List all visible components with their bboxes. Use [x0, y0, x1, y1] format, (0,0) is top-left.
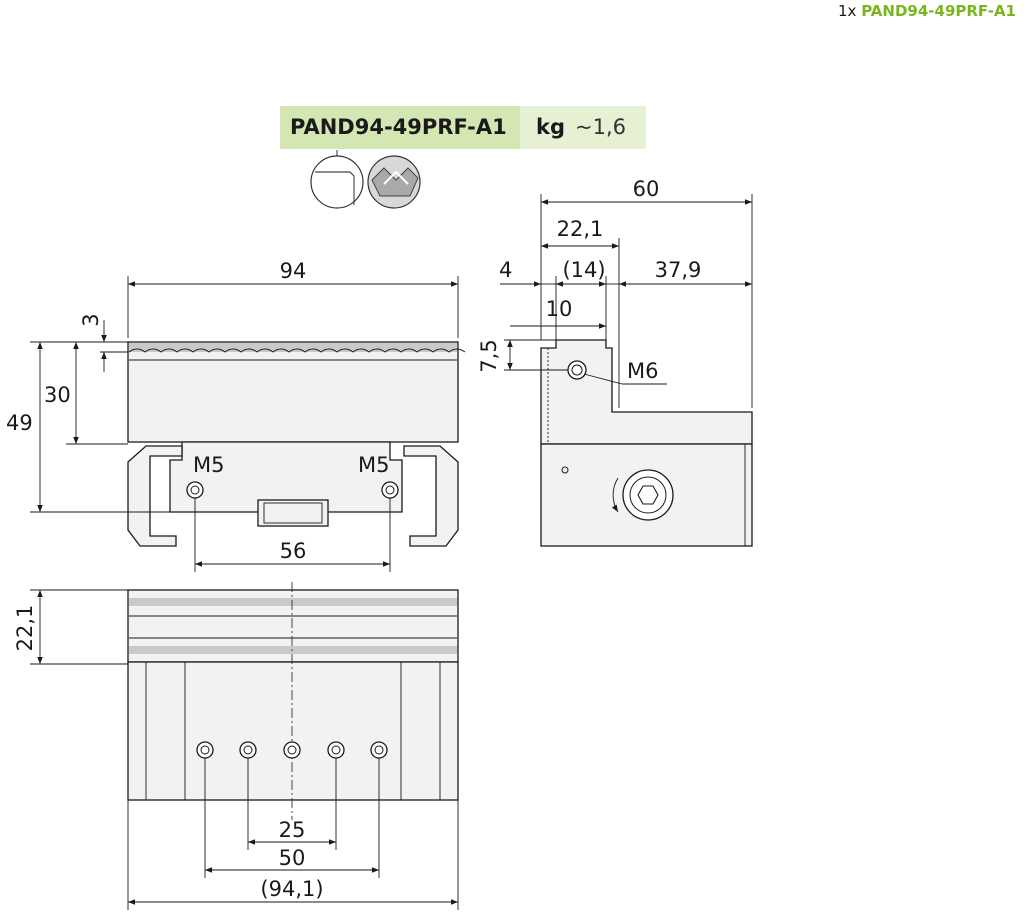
- guide-right: [403, 445, 459, 547]
- dim-overall-length: (94,1): [260, 877, 323, 901]
- part-tag: PAND94-49PRF-A1 kg ~1,6: [280, 106, 646, 149]
- top-hole-inner-1: [200, 745, 210, 755]
- weight-unit: kg: [536, 115, 565, 139]
- serrated-jaw-surface-icon: [367, 155, 421, 209]
- top-hole-inner-3: [287, 745, 297, 755]
- dim-side-offset: 4: [499, 258, 512, 282]
- dim-front-height-upper: 30: [44, 383, 71, 407]
- guide-left: [127, 445, 183, 547]
- dim-tooth-offset: 10: [546, 297, 573, 321]
- tag-part-number: PAND94-49PRF-A1: [280, 106, 520, 149]
- dim-tooth-depth: 3: [79, 313, 103, 326]
- dim-side-slot: (14): [562, 258, 605, 282]
- jaw-profile-side: [540, 339, 753, 445]
- smooth-jaw-surface-icon: [310, 150, 364, 209]
- dim-side-width-step: 22,1: [557, 217, 604, 241]
- top-hole-1: [196, 741, 214, 759]
- top-hole-4: [327, 741, 345, 759]
- top-hole-inner-5: [374, 745, 384, 755]
- top-hole-5: [370, 741, 388, 759]
- top-hole-inner-2: [243, 745, 253, 755]
- top-hole-2: [239, 741, 257, 759]
- dim-side-width-rear: 37,9: [655, 258, 702, 282]
- base-block: [169, 441, 403, 513]
- mounting-holes: [196, 741, 388, 759]
- top-view: [30, 582, 459, 910]
- key-block: [257, 499, 329, 527]
- top-hole-inner-4: [331, 745, 341, 755]
- weight-value: ~1,6: [575, 115, 626, 139]
- side-view: [500, 194, 753, 547]
- dim-hole-height: 7,5: [477, 339, 501, 372]
- dim-side-width-total: 60: [633, 177, 660, 201]
- thread-right-label: M5: [358, 453, 389, 477]
- dim-hole-pitch: 25: [279, 818, 306, 842]
- dim-hole-span: 50: [279, 846, 306, 870]
- base-top: [127, 661, 459, 801]
- dim-hole-spacing: 56: [280, 539, 307, 563]
- thread-m6-label: M6: [627, 359, 658, 383]
- header-part-reference: 1x PAND94-49PRF-A1: [838, 2, 1016, 20]
- dim-front-width: 94: [280, 259, 307, 283]
- dim-top-depth: 22,1: [13, 605, 37, 652]
- tag-weight: kg ~1,6: [520, 106, 646, 149]
- dim-front-height-total: 49: [6, 411, 33, 435]
- jaw-body-front: [127, 341, 459, 443]
- serration-front: [129, 343, 457, 352]
- front-view: [30, 276, 466, 572]
- header-part-number: PAND94-49PRF-A1: [861, 2, 1016, 20]
- top-hole-3: [283, 741, 301, 759]
- thread-left-label: M5: [193, 453, 224, 477]
- quantity-prefix: 1x: [837, 2, 857, 20]
